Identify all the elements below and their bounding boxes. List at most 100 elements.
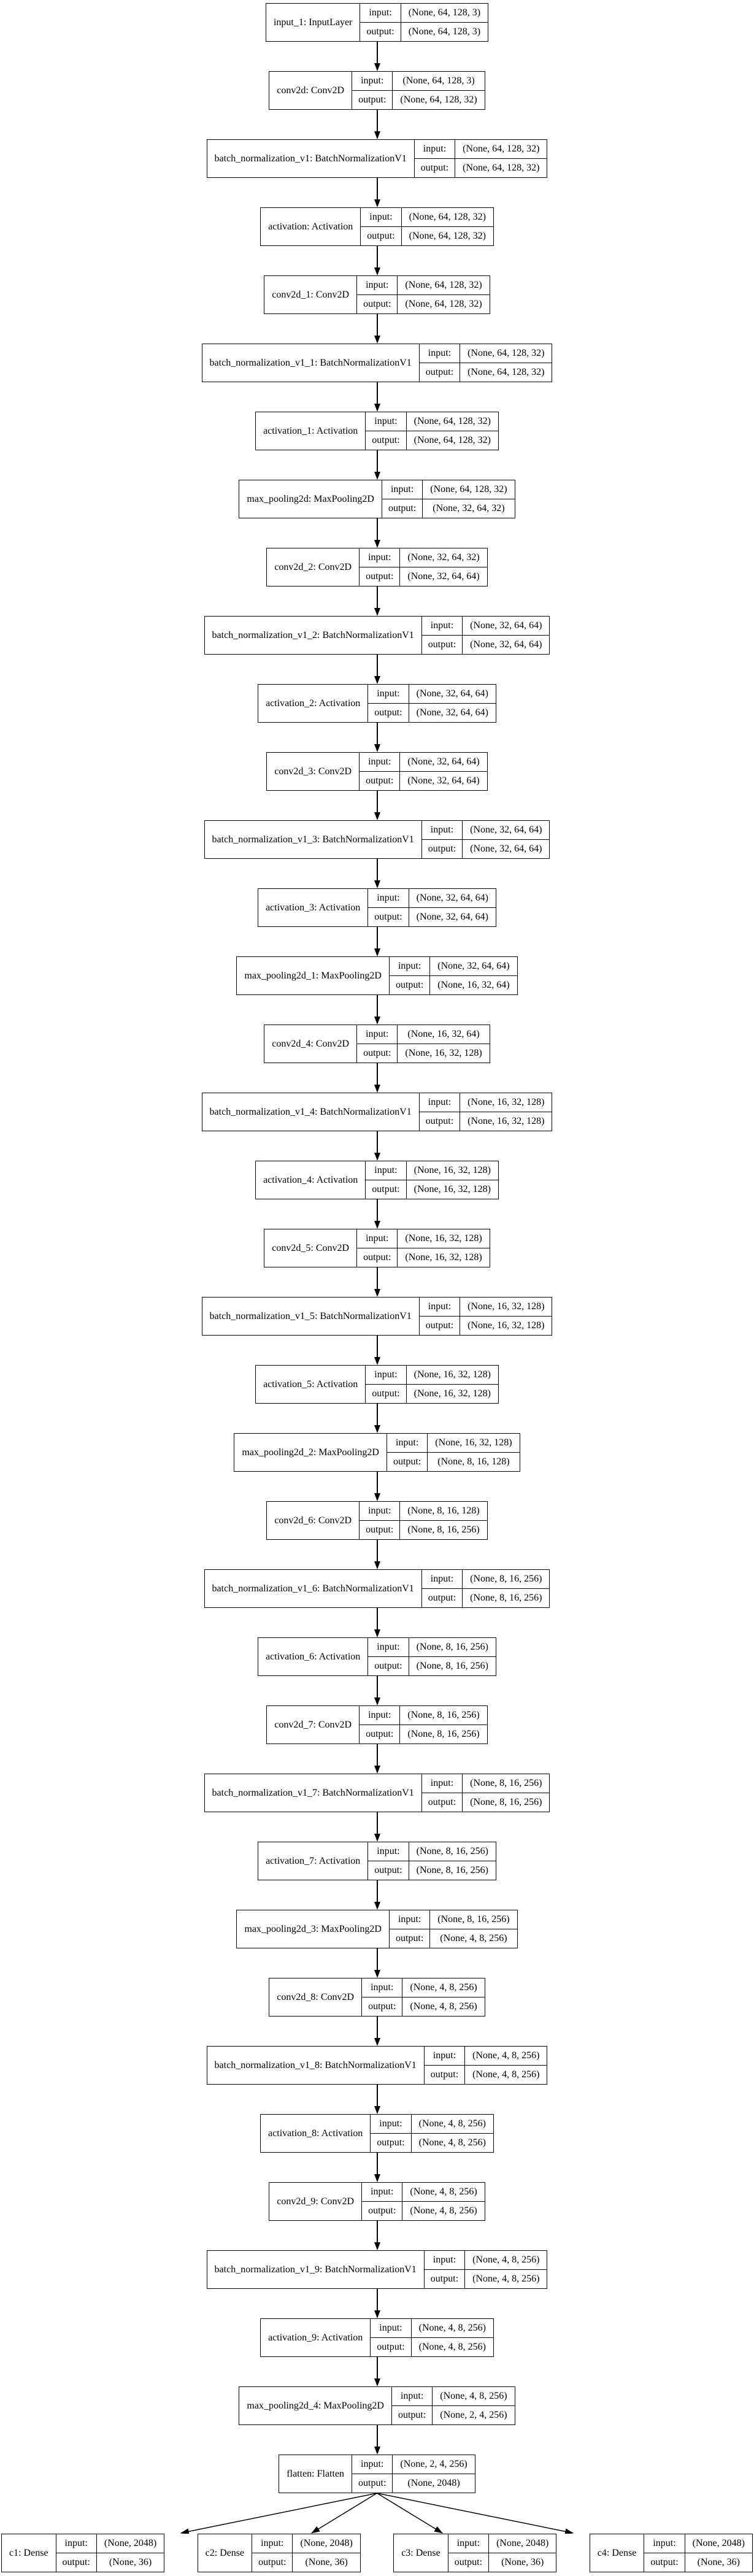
- edge-line: [376, 1199, 378, 1221]
- input-label-cell: input:: [359, 1705, 401, 1725]
- output-heads-row: c1: Dense input: (None, 2048) output: (N…: [0, 2534, 754, 2576]
- edge-arrow-down: [374, 995, 380, 1025]
- output-shape-cell: (None, 32, 64, 64): [408, 703, 496, 723]
- edge-line: [376, 1948, 378, 1970]
- layer-table: batch_normalization_v1_8: BatchNormaliza…: [206, 2046, 548, 2085]
- layer-table: batch_normalization_v1_1: BatchNormaliza…: [201, 344, 553, 382]
- layer-table: conv2d_2: Conv2D input: (None, 32, 64, 3…: [266, 548, 488, 586]
- output-shape-cell: (None, 64, 128, 3): [400, 22, 489, 42]
- input-shape-cell: (None, 8, 16, 256): [408, 1842, 496, 1861]
- layer-name-cell: conv2d_9: Conv2D: [269, 2182, 363, 2221]
- output-label-cell: output:: [361, 1997, 403, 2017]
- layer-name-cell: input_1: InputLayer: [265, 3, 361, 42]
- layer-table: batch_normalization_v1_4: BatchNormaliza…: [201, 1093, 553, 1131]
- output-shape-cell: (None, 32, 64, 64): [462, 839, 550, 859]
- edge-line: [376, 2085, 378, 2106]
- edge-arrow-down: [374, 1744, 380, 1774]
- edge-arrow-down: [374, 927, 380, 956]
- input-label-cell: input:: [365, 1365, 407, 1385]
- arrowhead-icon: [374, 1629, 380, 1637]
- input-label-cell: input:: [370, 2318, 412, 2338]
- layer-name-cell: activation_2: Activation: [258, 684, 369, 723]
- layer-name-cell: max_pooling2d: MaxPooling2D: [239, 480, 382, 518]
- edge-line: [376, 2289, 378, 2310]
- edge-arrow-down: [374, 450, 380, 480]
- edge-arrow-down: [374, 2085, 380, 2114]
- layer-name-cell: activation_1: Activation: [255, 412, 366, 450]
- input-shape-cell: (None, 32, 64, 64): [429, 956, 518, 976]
- input-label-cell: input:: [421, 1774, 463, 1793]
- layer-node: c3: Dense input: (None, 2048) output: (N…: [393, 2534, 557, 2572]
- fanout-edge: [311, 2493, 377, 2534]
- input-shape-cell: (None, 4, 8, 256): [402, 1978, 485, 1997]
- edge-arrow-down: [374, 791, 380, 820]
- layer-node: activation_7: Activation input: (None, 8…: [258, 1812, 496, 1880]
- output-label-cell: output:: [367, 1656, 409, 1676]
- layer-name-cell: max_pooling2d_2: MaxPooling2D: [234, 1433, 387, 1472]
- layer-table: conv2d_8: Conv2D input: (None, 4, 8, 256…: [269, 1978, 485, 2017]
- input-shape-cell: (None, 64, 128, 3): [400, 3, 489, 23]
- layer-node: c1: Dense input: (None, 2048) output: (N…: [1, 2534, 165, 2572]
- edge-line: [376, 450, 378, 472]
- input-label-cell: input:: [359, 752, 401, 772]
- edge-line: [376, 314, 378, 336]
- output-shape-cell: (None, 8, 16, 256): [399, 1520, 488, 1540]
- input-shape-cell: (None, 4, 8, 256): [410, 2318, 494, 2338]
- layer-node: max_pooling2d_4: MaxPooling2D input: (No…: [239, 2357, 515, 2425]
- layer-node: conv2d_3: Conv2D input: (None, 32, 64, 6…: [266, 723, 488, 791]
- edge-arrow-down: [374, 1063, 380, 1093]
- output-label-cell: output:: [370, 2133, 412, 2153]
- edge-line: [376, 2153, 378, 2174]
- arrowhead-icon: [374, 1425, 380, 1433]
- output-label-cell: output:: [365, 1180, 407, 1199]
- output-shape-cell: (None, 64, 128, 32): [406, 431, 499, 450]
- output-label-cell: output:: [388, 1929, 431, 1948]
- input-label-cell: input:: [388, 1910, 431, 1929]
- output-label-cell: output:: [421, 1588, 463, 1608]
- arrowhead-icon: [374, 199, 380, 207]
- output-shape-cell: (None, 8, 16, 256): [399, 1724, 488, 1744]
- input-label-cell: input:: [55, 2534, 97, 2553]
- input-shape-cell: (None, 32, 64, 32): [399, 548, 488, 567]
- layer-node: conv2d_4: Conv2D input: (None, 16, 32, 6…: [264, 995, 490, 1063]
- input-shape-cell: (None, 2048): [488, 2534, 557, 2553]
- layer-node: conv2d_1: Conv2D input: (None, 64, 128, …: [264, 246, 490, 314]
- output-label-cell: output:: [447, 2553, 490, 2572]
- edge-arrow-down: [374, 314, 380, 344]
- layer-table: conv2d_9: Conv2D input: (None, 4, 8, 256…: [269, 2182, 485, 2221]
- input-shape-cell: (None, 64, 128, 3): [392, 71, 485, 91]
- layer-name-cell: flatten: Flatten: [279, 2455, 353, 2493]
- output-label-cell: output:: [386, 1452, 428, 1472]
- layer-name-cell: batch_normalization_v1_3: BatchNormaliza…: [204, 820, 422, 859]
- output-shape-cell: (None, 36): [292, 2553, 361, 2572]
- edge-arrow-down: [374, 1199, 380, 1229]
- edge-arrow-down: [374, 178, 380, 207]
- input-shape-cell: (None, 16, 32, 128): [460, 1093, 553, 1112]
- output-shape-cell: (None, 64, 128, 32): [460, 363, 553, 382]
- edge-line: [376, 791, 378, 812]
- layer-table: conv2d_5: Conv2D input: (None, 16, 32, 1…: [264, 1229, 490, 1267]
- edge-arrow-down: [374, 1812, 380, 1842]
- output-shape-cell: (None, 64, 128, 32): [397, 294, 490, 314]
- output-shape-cell: (None, 64, 128, 32): [392, 90, 485, 110]
- layer-name-cell: activation: Activation: [260, 207, 361, 246]
- input-label-cell: input:: [360, 3, 401, 23]
- layer-node: activation_4: Activation input: (None, 1…: [255, 1131, 499, 1199]
- layer-node: max_pooling2d_3: MaxPooling2D input: (No…: [236, 1880, 518, 1948]
- input-label-cell: input:: [360, 207, 402, 227]
- layer-node: activation_5: Activation input: (None, 1…: [255, 1336, 499, 1404]
- output-label-cell: output:: [644, 2553, 685, 2572]
- output-label-cell: output:: [423, 2065, 466, 2085]
- arrowhead-icon: [374, 1970, 380, 1978]
- arrowhead-icon: [374, 676, 380, 684]
- arrowhead-icon: [374, 1561, 380, 1569]
- input-label-cell: input:: [418, 1297, 461, 1317]
- input-shape-cell: (None, 64, 128, 32): [422, 480, 515, 499]
- input-label-cell: input:: [421, 1569, 463, 1589]
- fanout-edge: [180, 2493, 377, 2534]
- output-label-cell: output:: [365, 431, 407, 450]
- arrowhead-icon: [374, 1834, 380, 1842]
- layer-table: batch_normalization_v1_5: BatchNormaliza…: [201, 1297, 553, 1336]
- input-shape-cell: (None, 4, 8, 256): [410, 2114, 494, 2134]
- layer-node: activation_8: Activation input: (None, 4…: [260, 2085, 494, 2153]
